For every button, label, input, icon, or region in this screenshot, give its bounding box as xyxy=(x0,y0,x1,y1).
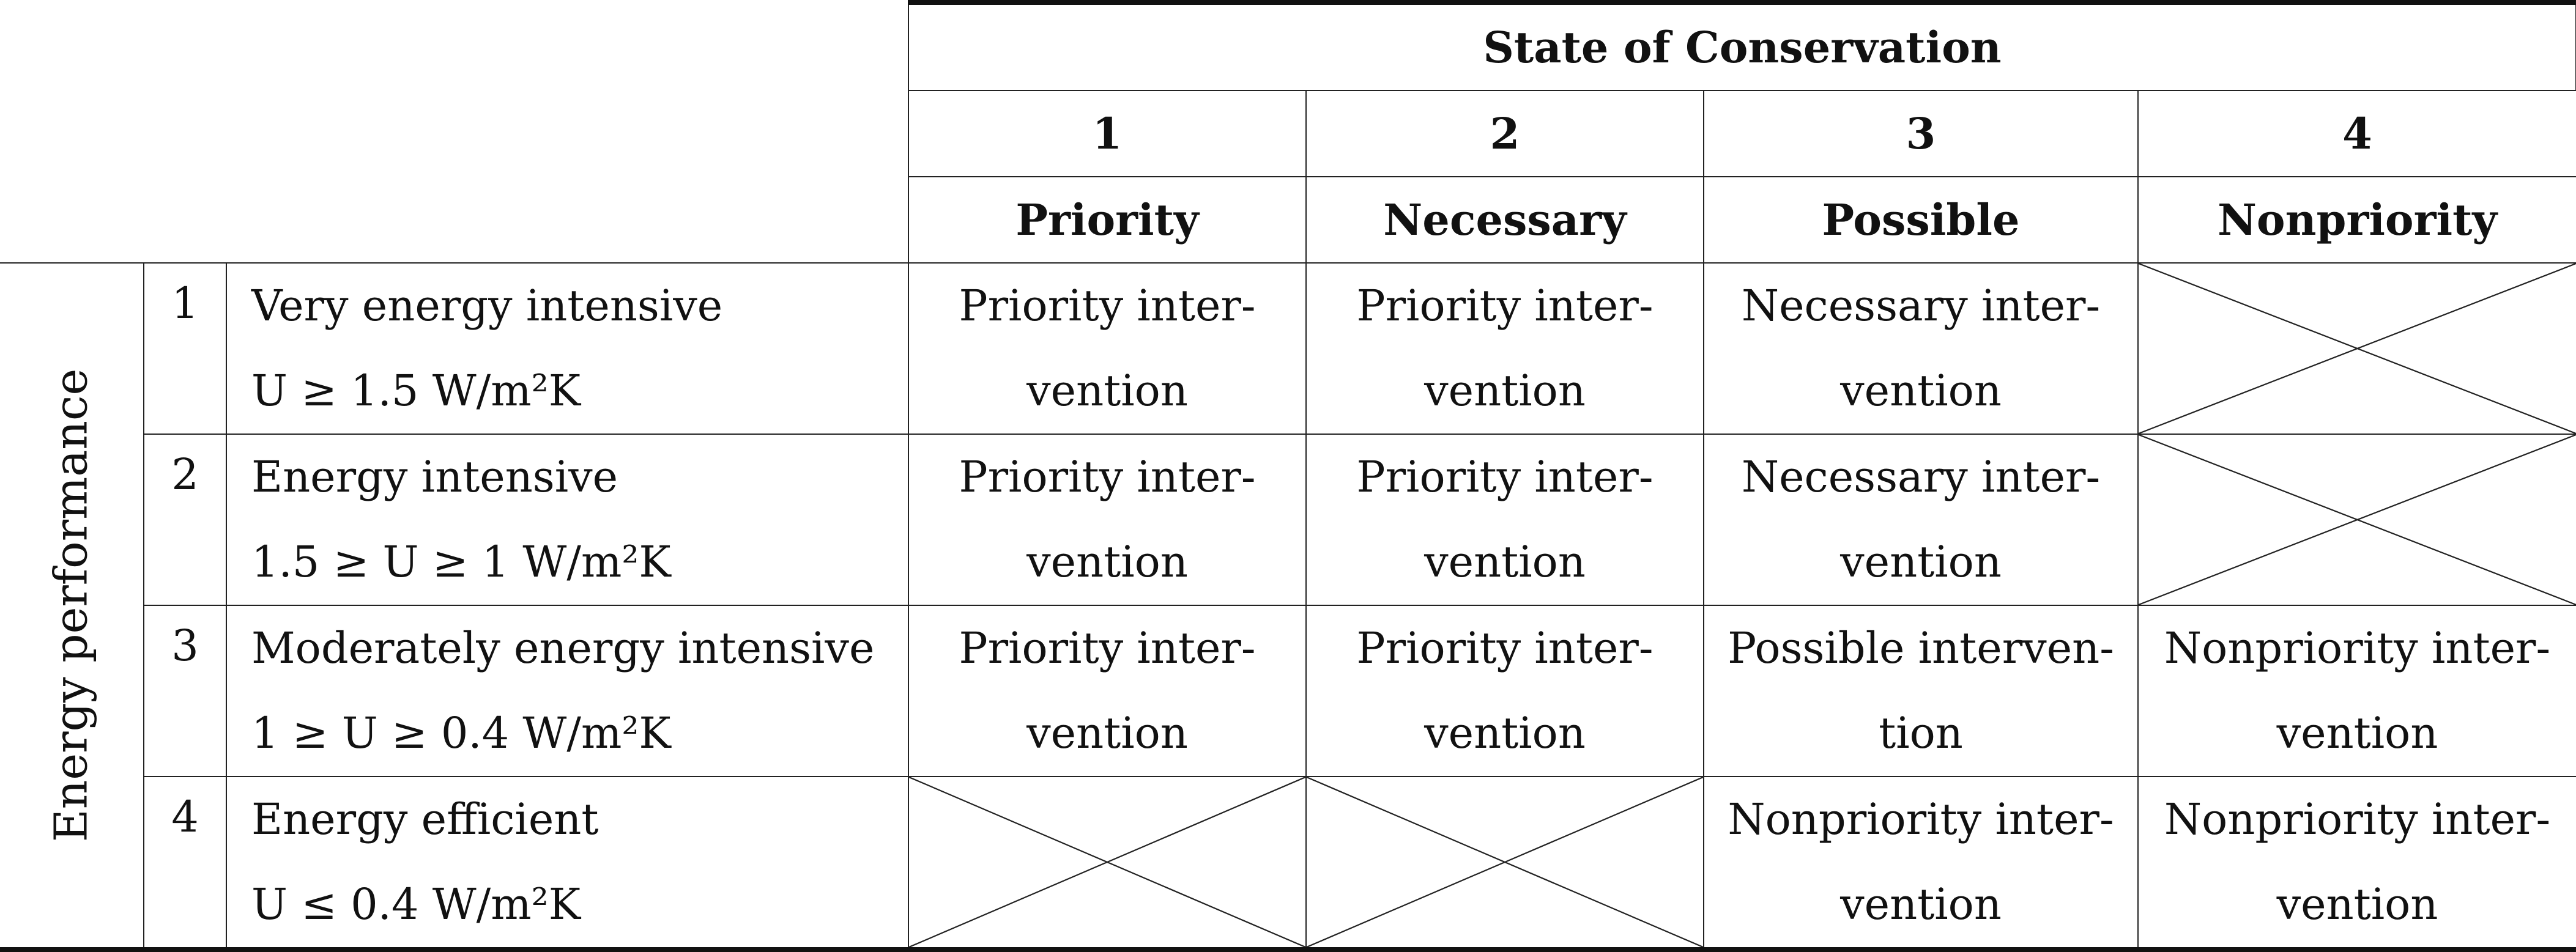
table-cell: Necessary inter-vention xyxy=(1703,262,2139,435)
state-category-priority: Priority xyxy=(908,176,1307,264)
crossed-out-cell xyxy=(2137,262,2576,435)
cell-line: tion xyxy=(1879,708,1963,758)
state-category-possible: Possible xyxy=(1703,176,2139,264)
cell-line: Priority inter- xyxy=(959,281,1256,331)
table-cell: Nonpriority inter-vention xyxy=(1703,776,2139,952)
cell-line: vention xyxy=(1840,879,2002,929)
table-cell: Nonpriority inter-vention xyxy=(2137,605,2576,777)
cell-line: vention xyxy=(1026,366,1188,416)
row-header: Very energy intensive U ≥ 1.5 W/m²K xyxy=(225,262,910,435)
row-label: Very energy intensive xyxy=(251,281,723,331)
cell-line: vention xyxy=(2276,708,2438,758)
row-header: Energy intensive 1.5 ≥ U ≥ 1 W/m²K xyxy=(225,434,910,606)
energy-performance-text: Energy performance xyxy=(45,368,98,843)
state-number-4: 4 xyxy=(2137,90,2576,177)
cell-line: vention xyxy=(1840,366,2002,416)
row-header: Energy efficient U ≤ 0.4 W/m²K xyxy=(225,776,910,952)
state-of-conservation-header: State of Conservation xyxy=(908,0,2576,91)
cross-mark-icon xyxy=(1307,777,1703,947)
state-number-3: 3 xyxy=(1703,90,2139,177)
crossed-out-cell xyxy=(1305,776,1705,952)
energy-performance-side-label: Energy performance xyxy=(0,262,144,952)
cell-line: vention xyxy=(1026,708,1188,758)
cross-mark-icon xyxy=(909,777,1305,947)
state-category-necessary: Necessary xyxy=(1305,176,1705,264)
cell-line: vention xyxy=(1424,537,1586,587)
cell-line: vention xyxy=(1424,708,1586,758)
row-number: 3 xyxy=(143,605,227,777)
table-cell: Priority inter-vention xyxy=(908,262,1307,435)
row-label: Energy intensive xyxy=(251,452,618,502)
row-number: 2 xyxy=(143,434,227,606)
row-range: 1.5 ≥ U ≥ 1 W/m²K xyxy=(251,537,671,587)
row-label: Energy efficient xyxy=(251,794,599,844)
cell-line: Necessary inter- xyxy=(1741,281,2101,331)
row-label: Moderately energy intensive xyxy=(251,623,875,673)
cell-line: vention xyxy=(1424,366,1586,416)
state-number-2: 2 xyxy=(1305,90,1705,177)
crossed-out-cell xyxy=(2137,434,2576,606)
row-number: 4 xyxy=(143,776,227,952)
cell-line: vention xyxy=(1026,537,1188,587)
cell-line: Priority inter- xyxy=(959,623,1256,673)
table-cell: Priority inter-vention xyxy=(1305,434,1705,606)
table-cell: Priority inter-vention xyxy=(1305,262,1705,435)
table-cell: Possible interven-tion xyxy=(1703,605,2139,777)
cell-line: Priority inter- xyxy=(1356,281,1654,331)
crossed-out-cell xyxy=(908,776,1307,952)
row-number: 1 xyxy=(143,262,227,435)
cross-mark-icon xyxy=(2139,435,2576,605)
table-cell: Priority inter-vention xyxy=(908,605,1307,777)
cell-line: Nonpriority inter- xyxy=(1728,794,2114,844)
table-cell: Nonpriority inter-vention xyxy=(2137,776,2576,952)
cell-line: vention xyxy=(1840,537,2002,587)
state-category-nonpriority: Nonpriority xyxy=(2137,176,2576,264)
cell-line: Priority inter- xyxy=(1356,623,1654,673)
table-cell: Priority inter-vention xyxy=(1305,605,1705,777)
row-range: U ≤ 0.4 W/m²K xyxy=(251,879,581,929)
table-cell: Necessary inter-vention xyxy=(1703,434,2139,606)
cell-line: Priority inter- xyxy=(959,452,1256,502)
row-range: U ≥ 1.5 W/m²K xyxy=(251,366,581,416)
cell-line: Nonpriority inter- xyxy=(2164,794,2551,844)
table-cell: Priority inter-vention xyxy=(908,434,1307,606)
row-header: Moderately energy intensive 1 ≥ U ≥ 0.4 … xyxy=(225,605,910,777)
row-range: 1 ≥ U ≥ 0.4 W/m²K xyxy=(251,708,671,758)
cell-line: vention xyxy=(2276,879,2438,929)
cell-line: Necessary inter- xyxy=(1741,452,2101,502)
cell-line: Nonpriority inter- xyxy=(2164,623,2551,673)
cross-mark-icon xyxy=(2139,264,2576,434)
state-number-1: 1 xyxy=(908,90,1307,177)
cell-line: Possible interven- xyxy=(1728,623,2114,673)
corner-cell xyxy=(0,2,909,264)
cell-line: Priority inter- xyxy=(1356,452,1654,502)
